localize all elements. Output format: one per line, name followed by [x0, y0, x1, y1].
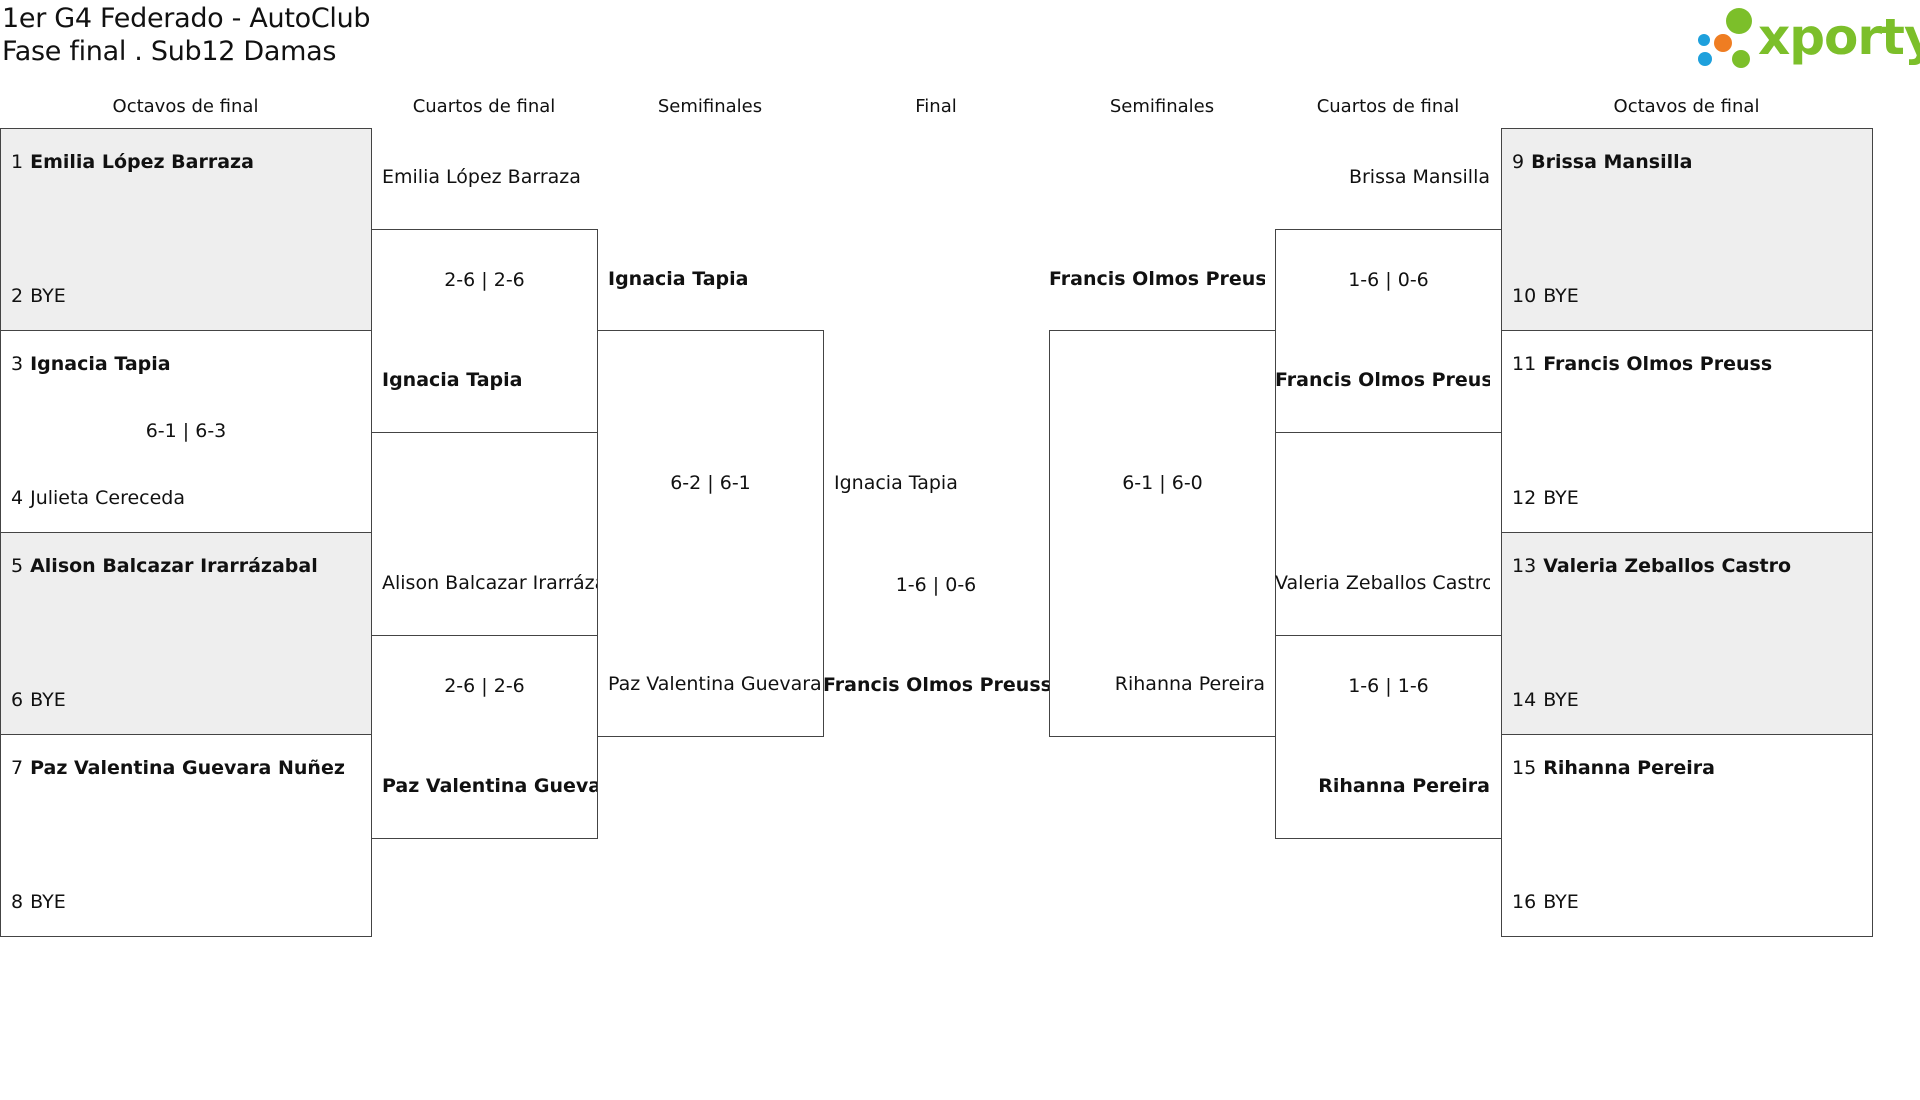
xporty-logo: xporty: [1696, 4, 1920, 70]
qf-match-score: 2-6 | 2-6: [444, 269, 525, 291]
column-header-left-sf: Semifinales: [657, 96, 763, 117]
qf-right-1-top-player: Brissa Mansilla: [1348, 166, 1490, 188]
column-header-left-r16: Octavos de final: [112, 96, 259, 117]
sf-left-bottom-player: Paz Valentina Guevara Nuñez: [608, 673, 823, 695]
sf-match-score: 6-2 | 6-1: [670, 472, 751, 494]
tournament-subtitle: Fase final . Sub12 Damas: [2, 36, 337, 67]
qf-match-left-2: 2-6 | 2-6: [371, 635, 598, 839]
qf-match-right-2: 1-6 | 1-6: [1275, 635, 1502, 839]
sf-match-right: 6-1 | 6-0: [1049, 330, 1276, 737]
logo-blue-dot-small-icon: [1698, 52, 1712, 66]
tournament-title: 1er G4 Federado - AutoClub: [2, 3, 371, 34]
logo-blue-dot-icon: [1698, 34, 1710, 46]
logo-green-dot-small-icon: [1732, 50, 1750, 68]
final-match-score: 1-6 | 0-6: [895, 574, 977, 596]
qf-left-2-bottom-player: Paz Valentina Guevara Nuñez: [382, 775, 597, 797]
qf-match-score: 2-6 | 2-6: [444, 675, 525, 697]
column-header-left-qf: Cuartos de final: [412, 96, 556, 117]
column-header-right-qf: Cuartos de final: [1316, 96, 1460, 117]
qf-right-2-top-player: Valeria Zeballos Castro: [1275, 572, 1490, 594]
sf-right-top-player: Francis Olmos Preuss: [1049, 268, 1265, 290]
r16-match-score: 6-1 | 6-3: [145, 420, 227, 442]
final-bottom-player: Francis Olmos Preuss: [823, 674, 1049, 696]
logo-green-dot-icon: [1726, 8, 1752, 34]
qf-left-2-top-player: Alison Balcazar Irarrázabal: [382, 572, 597, 594]
column-header-right-r16: Octavos de final: [1613, 96, 1760, 117]
qf-left-1-bottom-player: Ignacia Tapia: [382, 369, 523, 391]
sf-match-left: 6-2 | 6-1: [597, 330, 824, 737]
logo-wordmark: xporty: [1758, 8, 1920, 66]
logo-orange-dot-icon: [1714, 34, 1732, 52]
sf-left-top-player: Ignacia Tapia: [608, 268, 749, 290]
column-header-final: Final: [915, 96, 957, 117]
sf-match-score: 6-1 | 6-0: [1122, 472, 1203, 494]
qf-left-1-top-player: Emilia López Barraza: [382, 166, 581, 188]
sf-right-bottom-player: Rihanna Pereira: [1114, 673, 1265, 695]
final-top-player: Ignacia Tapia: [834, 472, 958, 494]
qf-match-right-1: 1-6 | 0-6: [1275, 229, 1502, 433]
qf-right-1-bottom-player: Francis Olmos Preuss: [1275, 369, 1490, 391]
qf-match-left-1: 2-6 | 2-6: [371, 229, 598, 433]
bracket-header: 1er G4 Federado - AutoClub Fase final . …: [2, 2, 371, 68]
qf-match-score: 1-6 | 0-6: [1348, 269, 1429, 291]
qf-match-score: 1-6 | 1-6: [1348, 675, 1429, 697]
qf-right-2-bottom-player: Rihanna Pereira: [1318, 775, 1490, 797]
column-header-right-sf: Semifinales: [1109, 96, 1215, 117]
